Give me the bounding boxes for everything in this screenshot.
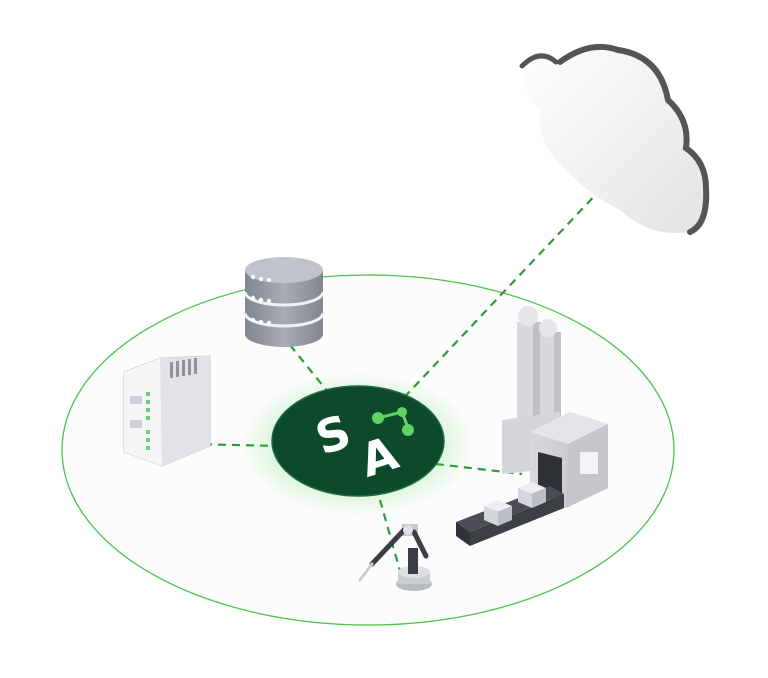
factory-conveyor-icon bbox=[456, 306, 608, 546]
din-rail-controller-icon bbox=[123, 355, 211, 467]
cloud-icon bbox=[519, 43, 710, 235]
robot-arm-icon bbox=[358, 524, 432, 591]
database-server-icon bbox=[243, 257, 325, 347]
network-nodes-icon bbox=[372, 407, 414, 436]
hub-logo: S A bbox=[271, 385, 445, 497]
